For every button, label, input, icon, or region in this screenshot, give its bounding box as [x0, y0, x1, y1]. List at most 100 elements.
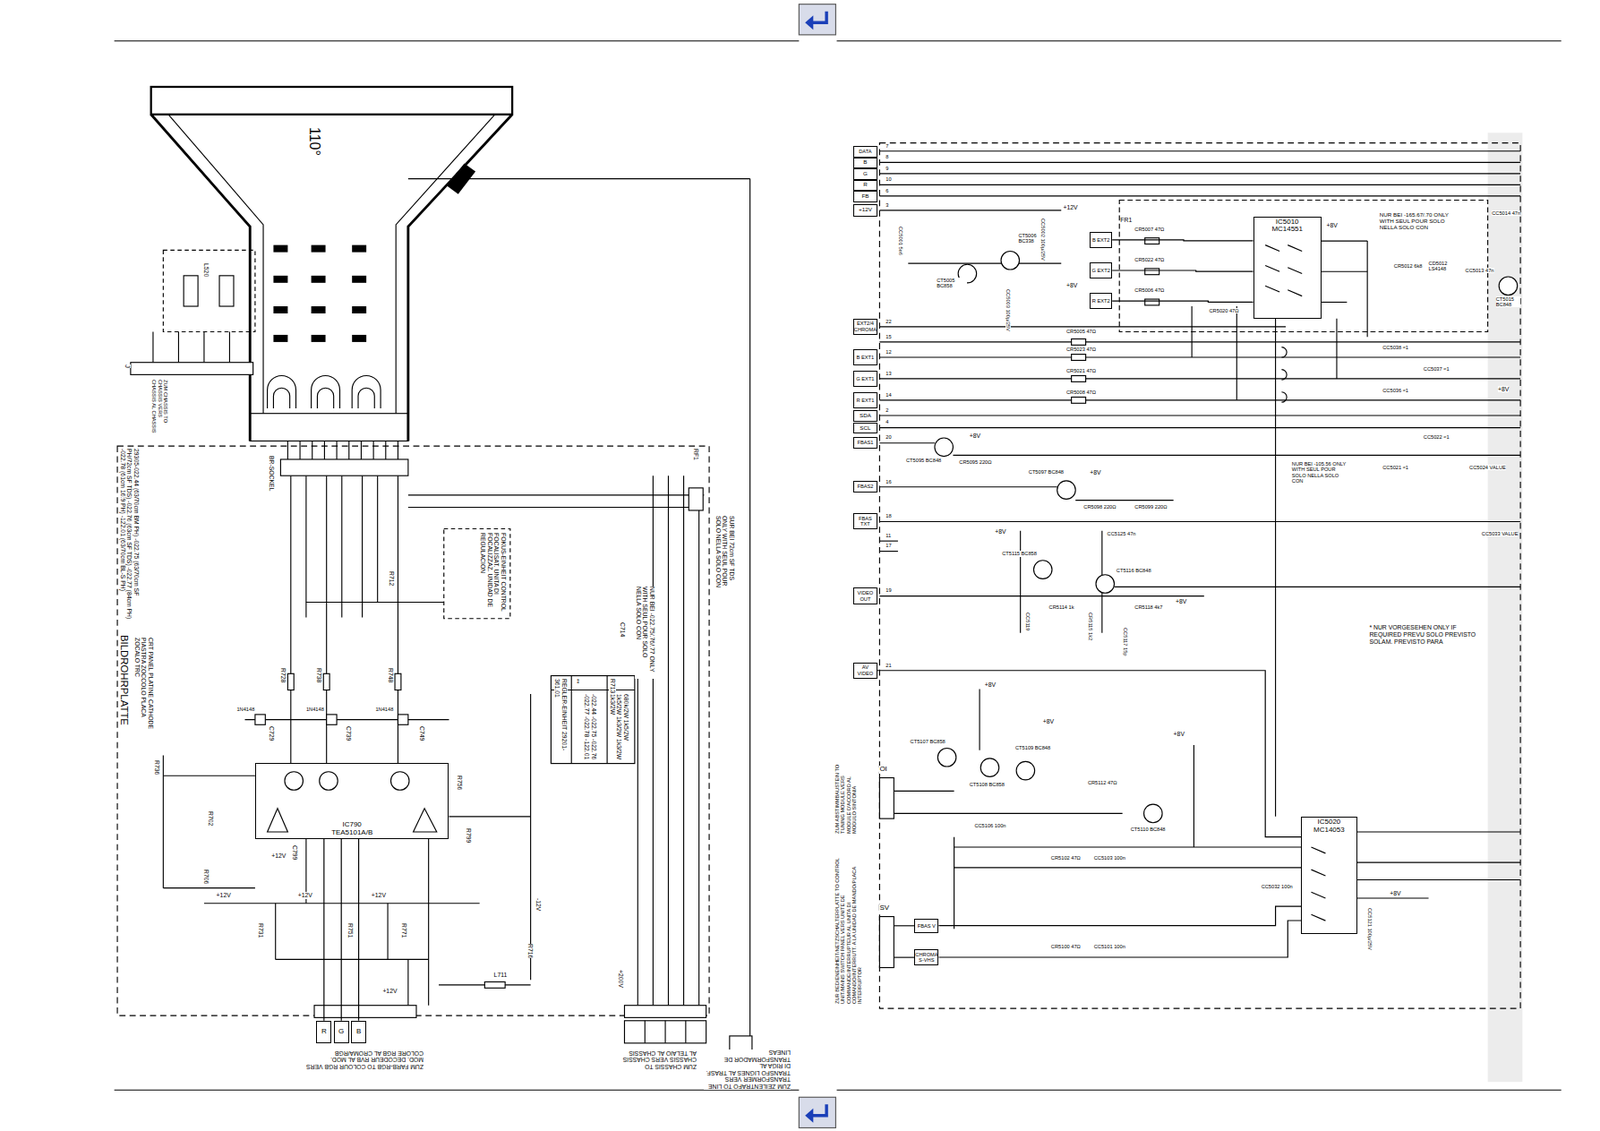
schematic-block: +12V — [853, 204, 878, 217]
schematic-label: CR5114 1k — [1049, 604, 1075, 610]
wire — [287, 440, 289, 460]
schematic-label: CT5109 BC848 — [1015, 744, 1051, 751]
schematic-label: CC5032 100n — [1261, 883, 1293, 890]
wire — [1274, 318, 1276, 817]
component-symbol — [937, 748, 957, 768]
schematic-label: R748 — [386, 667, 394, 683]
schematic-label: C749 — [419, 726, 427, 741]
schematic-label: SV — [879, 904, 890, 913]
component-symbol — [1071, 338, 1087, 345]
wire — [879, 427, 1521, 428]
block-text: EXT2/4 CHROMA — [854, 320, 877, 333]
component-symbol — [413, 808, 437, 832]
wire — [667, 475, 669, 1005]
schematic-block: B EXT2 — [1089, 231, 1113, 249]
schematic-label: -022.44 -022.75 -022.76 -022.77 -022.78 … — [583, 693, 598, 761]
block-text: R — [863, 181, 868, 189]
schematic-label: +8V — [1089, 469, 1101, 477]
wire — [408, 494, 705, 496]
wire — [879, 550, 899, 552]
block-text: DATA — [858, 148, 872, 155]
schematic-label: CR5115 1k2 — [1087, 612, 1094, 641]
block-text: G EXT2 — [1092, 267, 1111, 274]
schematic-label: R738 — [316, 667, 324, 683]
schematic-label: +8V — [969, 432, 981, 440]
wire — [1357, 862, 1521, 864]
schematic-label: +12V — [216, 891, 232, 899]
component-symbol — [1033, 560, 1053, 580]
schematic-block: B EXT1 — [853, 349, 878, 366]
component-symbol — [319, 771, 339, 791]
schematic-block: B — [350, 1020, 367, 1044]
component-symbol — [1145, 268, 1160, 275]
schematic-label: 4 — [885, 419, 889, 425]
schematic-block: SDA — [853, 410, 878, 422]
wire — [152, 332, 154, 363]
wire — [376, 475, 378, 602]
schematic-label: +12V — [298, 891, 313, 899]
deflection-coil — [351, 275, 367, 283]
schematic-label: 1N4148 — [236, 706, 255, 712]
wire — [879, 356, 1521, 358]
component-symbol — [284, 771, 304, 791]
return-button — [812, 1103, 827, 1116]
wire-connector — [1112, 270, 1253, 272]
schematic-label: CC5037 ≈1 — [1423, 366, 1450, 372]
schematic-label: 1N4148 — [375, 706, 394, 712]
schematic-label: C729 — [267, 726, 275, 741]
wire — [893, 812, 1122, 814]
crt-tube — [395, 114, 496, 414]
schematic-label: CC5106 100n — [974, 822, 1006, 829]
crt-tube — [358, 387, 375, 409]
schematic-block: IC5020MC14053 — [1300, 816, 1358, 934]
schematic-label: * NUR VORGESEHEN ONLY IF REQUIRED PREVU … — [1368, 624, 1477, 645]
wire — [907, 263, 1061, 265]
block-text: CHROMA S-VHS — [915, 951, 938, 964]
schematic-block: EXT2/4 CHROMA — [853, 318, 878, 335]
schematic-block: FBAS TXT — [853, 513, 878, 530]
schematic-label: CR5006 47Ω — [1134, 287, 1164, 293]
component-symbol — [267, 808, 289, 832]
wire — [348, 440, 350, 460]
block-text: SDA — [859, 412, 872, 420]
wire — [178, 332, 180, 363]
schematic-label: +12V — [382, 987, 397, 995]
crt-tube — [151, 114, 251, 442]
wire — [387, 903, 389, 960]
schematic-label: R728 — [280, 667, 288, 683]
component-symbol — [390, 771, 410, 791]
wire — [1357, 897, 1429, 899]
wire — [245, 718, 450, 720]
wire — [879, 442, 935, 444]
block-text: MC14551 — [1271, 225, 1303, 234]
schematic-label: CT5015 BC848 — [1496, 296, 1521, 309]
crt-tube — [267, 376, 297, 409]
schematic-label: ZUM ABSTIMMBAUSTEIN TO TUNING MODULE VER… — [834, 756, 857, 833]
wire-connector — [1112, 300, 1253, 302]
wire — [408, 178, 751, 180]
schematic-label: 9 — [885, 165, 889, 172]
return-button — [804, 1108, 813, 1123]
schematic-label: 6 — [885, 188, 889, 194]
component-symbol — [550, 675, 634, 764]
schematic-label: 110° — [306, 127, 323, 156]
schematic-label: BILDROHRPLATTE — [119, 634, 131, 726]
schematic-label: ZUM CHASSIS TO CHASSIS VERS CHASSIS AL C… — [151, 379, 169, 439]
component-symbol — [280, 459, 408, 476]
schematic-block: FBAS1 — [853, 436, 878, 450]
schematic-label: CC5033 VALUE — [1481, 530, 1519, 537]
schematic-label: +8V — [994, 528, 1006, 536]
schematic-label: 1N4148 — [306, 706, 325, 712]
schematic-label: CC5001 5n6 — [898, 226, 904, 256]
schematic-label: CRT PANEL PLATINE CATHODE PIASTRA ZOCCOL… — [134, 637, 155, 735]
schematic-label: ZUR BEDIENEINHEIT/NETZSCHALTERPLATTE TO … — [834, 845, 863, 1004]
component-symbol — [624, 1020, 706, 1044]
deflection-coil — [351, 245, 367, 253]
schematic-label: NUR BEI -022.75/.76/.77 ONLY WITH SEUL P… — [634, 586, 656, 679]
component-symbol — [117, 249, 753, 1059]
schematic-label: +8V — [1043, 718, 1054, 726]
return-button — [798, 1096, 836, 1128]
wire — [290, 475, 291, 763]
component-symbol — [1001, 250, 1020, 270]
schematic-label: CC5021 ≈1 — [1382, 464, 1409, 471]
